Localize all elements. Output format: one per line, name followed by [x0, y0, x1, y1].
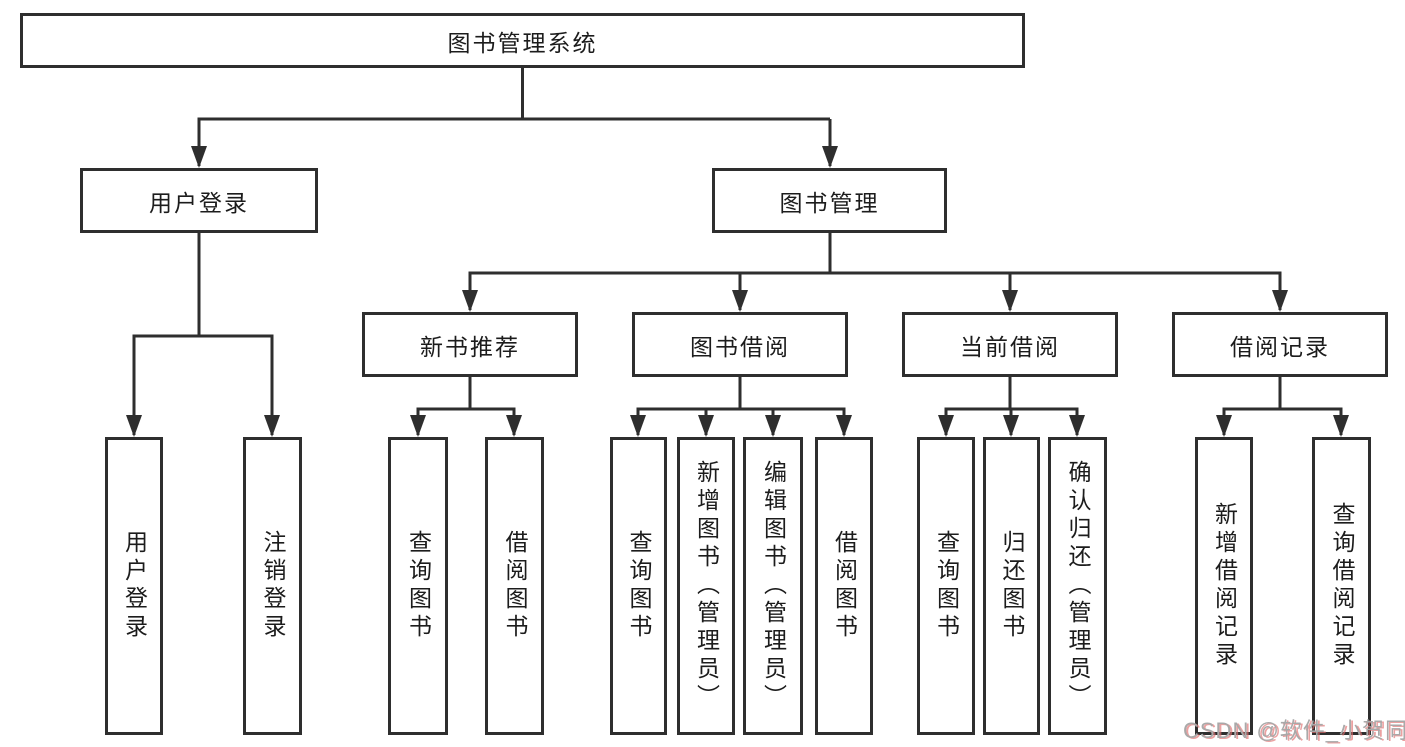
leaf-user-login: 用户登录	[105, 437, 163, 735]
node-borrow-records: 借阅记录	[1172, 312, 1388, 377]
node-label: 确认归还（管理员）	[1065, 460, 1091, 712]
arrowhead	[732, 290, 748, 312]
node-label: 新增图书（管理员）	[693, 460, 720, 712]
leaf-return-books: 归还图书	[983, 437, 1040, 735]
node-label: 查询图书	[626, 530, 652, 642]
connector-borrowrecord-to-leaves	[1222, 377, 1343, 435]
arrowhead	[822, 146, 838, 168]
csdn-watermark: CSDN @软件_小贺同学	[1183, 718, 1405, 743]
arrowhead	[836, 415, 852, 437]
connector-newbook-to-leaves	[416, 377, 516, 435]
leaf-borrow-books: 借阅图书	[815, 437, 873, 735]
node-label: 图书管理系统	[447, 29, 598, 56]
node-label: 查询图书	[933, 530, 960, 642]
node-label: 当前借阅	[960, 333, 1060, 360]
arrowhead	[765, 415, 781, 437]
node-book-borrow: 图书借阅	[632, 312, 848, 377]
arrowhead	[506, 415, 522, 437]
leaf-query-books: 查询图书	[610, 437, 667, 735]
leaf-query-borrow-record: 查询借阅记录	[1312, 437, 1371, 735]
node-label: 借阅图书	[831, 530, 858, 642]
leaf-query-books: 查询图书	[917, 437, 975, 735]
node-label: 新增借阅记录	[1211, 502, 1238, 670]
arrowhead	[630, 415, 646, 437]
arrowhead	[191, 146, 207, 168]
node-label: 用户登录	[121, 530, 148, 642]
node-user-login: 用户登录	[80, 168, 318, 233]
node-label: 查询借阅记录	[1329, 502, 1355, 670]
arrowhead	[698, 415, 714, 437]
arrowhead	[1272, 290, 1288, 312]
node-library-management-system: 图书管理系统	[20, 13, 1025, 68]
node-label: 用户登录	[149, 189, 249, 216]
node-label: 借阅图书	[502, 530, 528, 642]
node-label: 图书借阅	[690, 333, 790, 360]
node-current-borrow: 当前借阅	[902, 312, 1118, 377]
leaf-add-borrow-record: 新增借阅记录	[1195, 437, 1253, 735]
arrowhead	[1003, 415, 1019, 437]
node-book-management: 图书管理	[712, 168, 947, 233]
connector-root-to-level1	[197, 68, 832, 166]
node-label: 编辑图书（管理员）	[760, 460, 787, 712]
arrowhead	[264, 415, 280, 437]
arrowhead	[1069, 415, 1085, 437]
leaf-edit-books-admin: 编辑图书（管理员）	[743, 437, 803, 735]
connector-bookmgmt-to-level2	[468, 233, 1282, 310]
arrowhead	[1002, 290, 1018, 312]
leaf-add-books-admin: 新增图书（管理员）	[677, 437, 735, 735]
connector-bookborrow-to-leaves	[636, 377, 846, 435]
leaf-borrow-books: 借阅图书	[485, 437, 544, 735]
arrowhead	[462, 290, 478, 312]
node-label: 借阅记录	[1230, 333, 1330, 360]
arrowhead	[410, 415, 426, 437]
node-label: 查询图书	[405, 530, 432, 642]
arrowhead	[1333, 415, 1349, 437]
arrowhead	[1216, 415, 1232, 437]
node-label: 注销登录	[260, 530, 286, 642]
leaf-query-books: 查询图书	[388, 437, 448, 735]
leaf-confirm-return-admin: 确认归还（管理员）	[1048, 437, 1107, 735]
node-label: 归还图书	[999, 530, 1025, 642]
node-label: 图书管理	[779, 189, 880, 216]
node-label: 新书推荐	[420, 333, 520, 360]
arrowhead	[938, 415, 954, 437]
node-new-book-recommend: 新书推荐	[362, 312, 578, 377]
arrowhead	[126, 415, 142, 437]
connector-userlogin-to-leaves	[132, 233, 274, 435]
leaf-logout: 注销登录	[243, 437, 302, 735]
